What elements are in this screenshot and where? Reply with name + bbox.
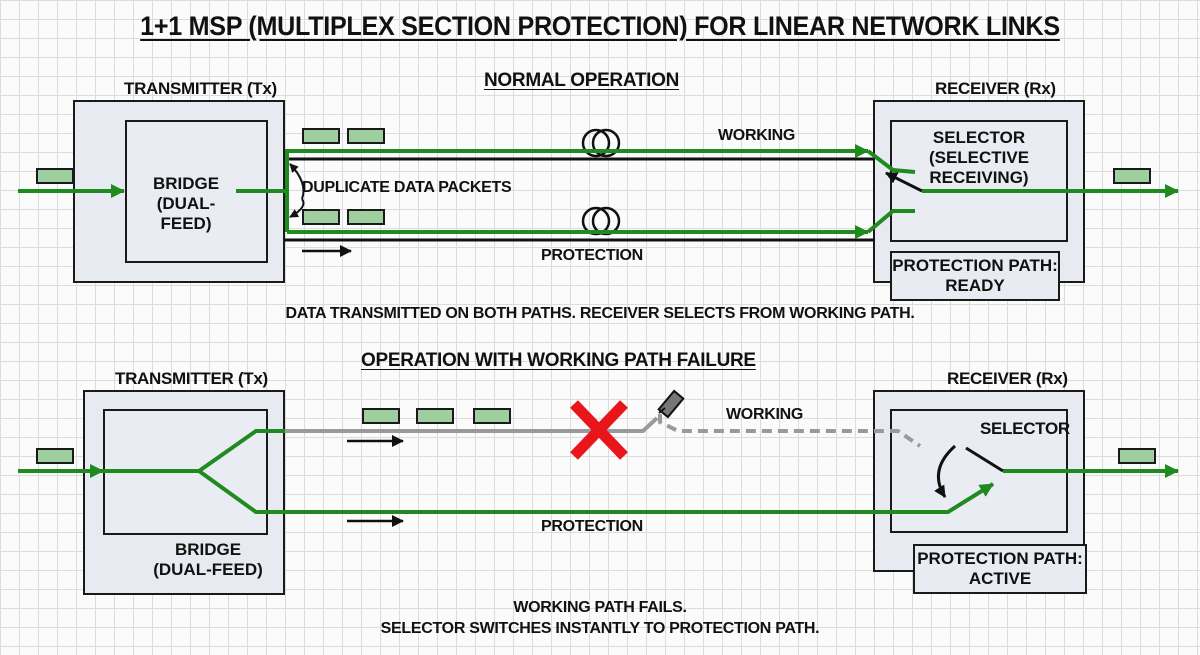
- bridge-line1: BRIDGE: [174, 540, 242, 559]
- normal-green-paths: [18, 144, 1179, 239]
- status-line2: READY: [945, 276, 1005, 295]
- failed-working-line: [285, 416, 659, 433]
- bridge-line1: BRIDGE: [152, 174, 220, 193]
- normal-protection-label: PROTECTION: [541, 247, 643, 264]
- failure-working-packet: [473, 408, 511, 424]
- caption-line2: SELECTOR SWITCHES INSTANTLY TO PROTECTIO…: [380, 620, 820, 637]
- normal-protection-packet: [347, 209, 385, 225]
- failure-rx-label: RECEIVER (Rx): [947, 369, 1068, 388]
- switch-over-arrow-icon: [934, 444, 957, 498]
- normal-working-packet: [302, 128, 340, 144]
- normal-working-signal: [285, 144, 869, 232]
- failure-x-icon: [570, 400, 628, 460]
- failure-working-packet: [362, 408, 400, 424]
- normal-output-packet: [1113, 168, 1151, 184]
- fiber-coil-icon: [581, 128, 621, 236]
- failure-selector-switch-arm: [965, 446, 1004, 473]
- selector-line2: (SELECTIVE RECEIVING): [928, 148, 1030, 187]
- failure-input-packet: [36, 448, 74, 464]
- status-line2: ACTIVE: [968, 569, 1032, 588]
- status-line1: PROTECTION PATH:: [892, 256, 1058, 275]
- failure-output-packet: [1118, 448, 1156, 464]
- bridge-line2: (DUAL-FEED): [156, 194, 216, 233]
- failure-working-label: WORKING: [726, 406, 804, 423]
- duplicate-packets-label: DUPLICATE DATA PACKETS: [302, 179, 512, 196]
- status-line1: PROTECTION PATH:: [917, 549, 1083, 568]
- bridge-line2: (DUAL-FEED): [153, 560, 263, 579]
- normal-working-packet: [347, 128, 385, 144]
- normal-operation-heading: NORMAL OPERATION: [484, 70, 680, 91]
- duplicate-arrow-down-icon: [289, 198, 305, 218]
- normal-input-packet: [36, 168, 74, 184]
- normal-tx-label: TRANSMITTER (Tx): [124, 79, 277, 98]
- failure-tx-label: TRANSMITTER (Tx): [115, 369, 268, 388]
- failure-protection-label: PROTECTION: [541, 518, 643, 535]
- normal-status-badge: PROTECTION PATH: READY: [890, 251, 1060, 301]
- failure-protection-signal: [197, 469, 995, 514]
- failure-selector-label: SELECTOR: [980, 419, 1070, 438]
- selector-switch-arm: [885, 171, 923, 193]
- failure-bridge-label: BRIDGE (DUAL-FEED): [135, 540, 281, 580]
- normal-rx-label: RECEIVER (Rx): [935, 79, 1056, 98]
- failure-green-paths: [18, 429, 1179, 514]
- failure-operation-heading: OPERATION WITH WORKING PATH FAILURE: [361, 350, 756, 371]
- caption-line1: WORKING PATH FAILS.: [513, 599, 687, 616]
- broken-connector-icon: [657, 389, 685, 419]
- normal-fiber-lines: [285, 157, 875, 242]
- normal-caption: DATA TRANSMITTED ON BOTH PATHS. RECEIVER…: [285, 305, 915, 322]
- failure-caption: WORKING PATH FAILS. SELECTOR SWITCHES IN…: [0, 597, 1200, 639]
- normal-protection-packet: [302, 209, 340, 225]
- diagram-title: 1+1 MSP (MULTIPLEX SECTION PROTECTION) F…: [140, 11, 1060, 41]
- normal-bridge-label: BRIDGE (DUAL-FEED): [135, 174, 237, 234]
- selector-line1: SELECTOR: [932, 128, 1026, 147]
- disconnected-working-line: [658, 414, 922, 448]
- normal-working-label: WORKING: [718, 127, 796, 144]
- duplicate-arrow-up-icon: [289, 163, 305, 200]
- normal-selector-label: SELECTOR (SELECTIVE RECEIVING): [892, 128, 1066, 188]
- failure-working-packet: [416, 408, 454, 424]
- failure-status-badge: PROTECTION PATH: ACTIVE: [913, 544, 1087, 594]
